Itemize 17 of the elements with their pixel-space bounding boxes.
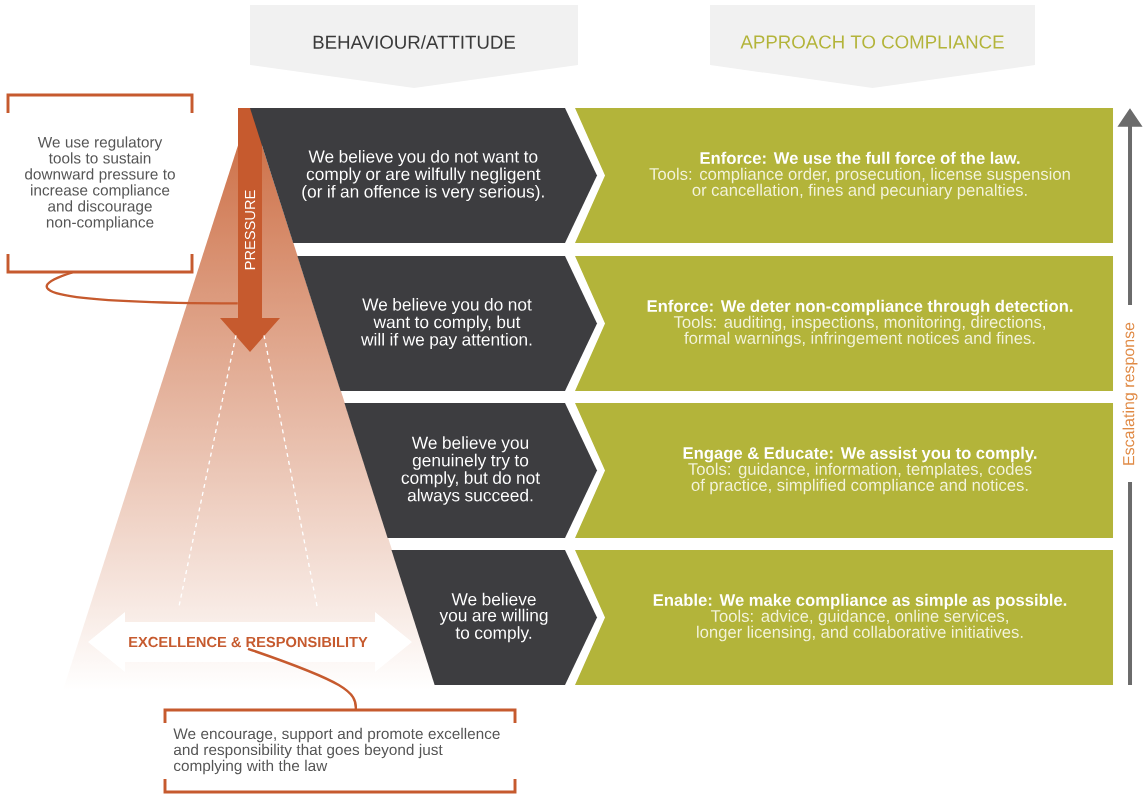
behaviour-box: We believe you genuinely try to comply, but do not always succeed.: [344, 403, 597, 538]
callout-box: We encourage, support and promote excellence and responsibility that goes beyond just complying with the law: [163, 708, 517, 794]
behaviour-box: We believe you do not want to comply, but will if we pay attention.: [297, 256, 597, 391]
approach-box: Enforce: We deter non-compliance through detection. Tools: auditing, inspections, monitoring, directions, formal warnings, infringement notices and fines.: [575, 256, 1113, 391]
header-chevron: BEHAVIOUR/ATTITUDE: [250, 5, 578, 88]
axis-label: Escalating response: [1122, 322, 1138, 465]
header-chevron: APPROACH TO COMPLIANCE: [710, 5, 1035, 88]
approach-box: Enable: We make compliance as simple as possible. Tools: advice, guidance, online services, longer licensing, and collaborative initiatives.: [575, 550, 1113, 685]
approach-box: Enforce: We use the full force of the law. Tools: compliance order, prosecution, license suspension or cancellation, fines and pecuniary penalties.: [575, 108, 1113, 243]
dashed-line: [263, 334, 319, 609]
leader-line: [46, 271, 238, 305]
excellence-banner: EXCELLENCE & RESPONSIBILITY: [88, 612, 412, 672]
pressure-indicator: PRESSURE: [220, 108, 280, 352]
callout-box: We use regulatory tools to sustain downward pressure to increase compliance and discourage non-compliance: [6, 93, 194, 274]
approach-box: Engage & Educate: We assist you to comply. Tools: guidance, information, templates, codes of practice, simplified compliance and notices.: [575, 403, 1113, 538]
leader-line: [247, 647, 357, 710]
behaviour-box: We believe you are willing to comply.: [391, 550, 597, 685]
